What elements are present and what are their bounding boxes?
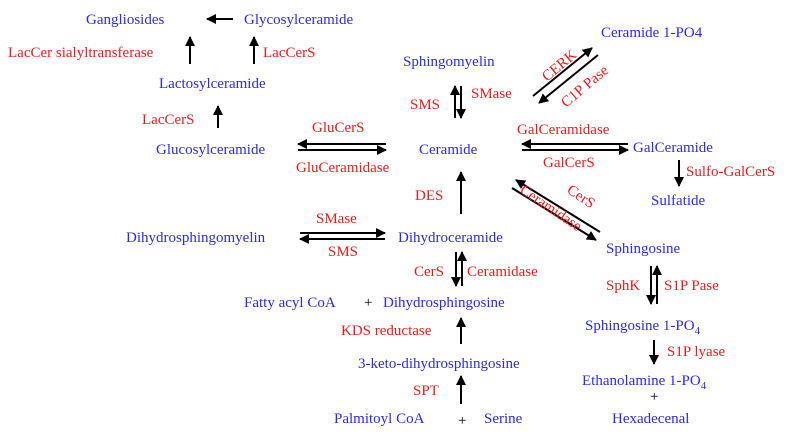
gangliosides-label: Gangliosides bbox=[86, 12, 164, 28]
smase-bottom-label: SMase bbox=[316, 211, 357, 227]
ceramide-label: Ceramide bbox=[419, 142, 478, 158]
hexadecenal-label: Hexadecenal bbox=[612, 411, 689, 427]
pathway-arrows bbox=[185, 14, 684, 404]
s1p-pase-label: S1P Pase bbox=[664, 278, 719, 294]
ceramide-1-po4-label: Ceramide 1-PO4 bbox=[601, 25, 703, 41]
lacCer-sialyltransferase-label: LacCer sialyltransferase bbox=[8, 45, 154, 61]
arrow-sphingosine-to-ceramide bbox=[515, 179, 601, 233]
lactosylceramide-label: Lactosylceramide bbox=[159, 76, 266, 92]
cerk-label: CERK bbox=[539, 47, 580, 85]
sulfatide-label: Sulfatide bbox=[651, 193, 705, 209]
sphingosine-1-po4-label: Sphingosine 1-PO4 bbox=[585, 318, 701, 337]
dihydrosphingomyelin-label: Dihydrosphingomyelin bbox=[126, 230, 266, 246]
galCerS-label: GalCerS bbox=[543, 155, 595, 171]
kds-reductase-label: KDS reductase bbox=[341, 323, 432, 339]
plus-sign-fatty-acyl: + bbox=[364, 295, 372, 311]
sulfo-galCerS-label: Sulfo-GalCerS bbox=[686, 164, 775, 180]
sphingosine-label: Sphingosine bbox=[606, 241, 681, 257]
cerS-bottom-label: CerS bbox=[414, 264, 444, 280]
ceramidase-bottom-label: Ceramidase bbox=[467, 264, 538, 280]
smase-top-label: SMase bbox=[471, 86, 512, 102]
fatty-acyl-coa-label: Fatty acyl CoA bbox=[244, 295, 336, 311]
metabolite-labels: Gangliosides Glycosylceramide Lactosylce… bbox=[86, 12, 713, 427]
plus-sign-ethanolamine: + bbox=[650, 389, 658, 405]
dihydroceramide-label: Dihydroceramide bbox=[398, 230, 503, 246]
keto-dihydrosphingosine-label: 3-keto-dihydrosphingosine bbox=[358, 356, 520, 372]
plus-signs: + + + bbox=[364, 295, 658, 429]
ethanolamine-1-po4-subscript: 4 bbox=[701, 380, 707, 392]
sms-top-label: SMS bbox=[410, 97, 440, 113]
ethanolamine-1-po4-label: Ethanolamine 1-PO4 bbox=[582, 373, 707, 392]
enzyme-labels: LacCer sialyltransferase LacCerS LacCerS… bbox=[8, 45, 775, 399]
lacCerS-mid-label: LacCerS bbox=[142, 112, 194, 128]
sphingosine-1-po4-text: Sphingosine 1-PO bbox=[585, 318, 695, 334]
plus-sign-serine: + bbox=[458, 413, 466, 429]
palmitoyl-coa-label: Palmitoyl CoA bbox=[334, 411, 425, 427]
gluCerS-label: GluCerS bbox=[312, 120, 365, 136]
des-label: DES bbox=[415, 188, 443, 204]
galCeramidase-label: GalCeramidase bbox=[517, 122, 610, 138]
lacCerS-top-label: LacCerS bbox=[263, 45, 315, 61]
arrow-ceramide-to-c1p bbox=[532, 47, 593, 97]
sphK-label: SphK bbox=[606, 278, 640, 294]
serine-label: Serine bbox=[484, 411, 523, 427]
arrow-ceramide-to-sphingosine bbox=[511, 187, 597, 241]
sphingosine-1-po4-subscript: 4 bbox=[695, 325, 701, 337]
spt-label: SPT bbox=[413, 383, 439, 399]
galceramide-label: GalCeramide bbox=[633, 140, 713, 156]
dihydrosphingosine-label: Dihydrosphingosine bbox=[383, 295, 505, 311]
glucosylceramide-label: Glucosylceramide bbox=[156, 142, 265, 158]
cerS-diag-label: CerS bbox=[564, 182, 598, 212]
ethanolamine-1-po4-text: Ethanolamine 1-PO bbox=[582, 373, 701, 389]
glycosylceramide-label: Glycosylceramide bbox=[244, 12, 353, 28]
s1p-lyase-label: S1P lyase bbox=[667, 344, 726, 360]
arrow-c1p-to-ceramide bbox=[538, 54, 599, 104]
sms-bottom-label: SMS bbox=[328, 244, 358, 260]
sphingomyelin-label: Sphingomyelin bbox=[403, 54, 495, 70]
gluCeramidase-label: GluCeramidase bbox=[296, 160, 390, 176]
